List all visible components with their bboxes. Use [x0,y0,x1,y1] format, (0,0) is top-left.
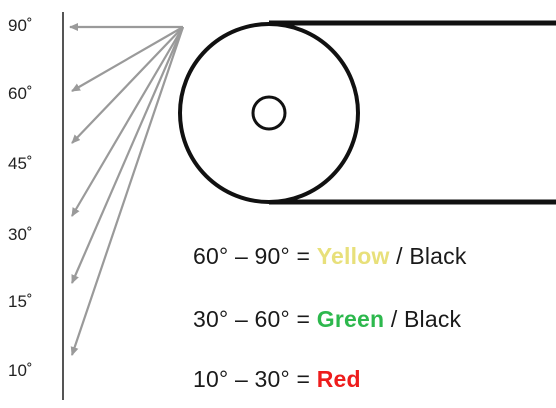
angle-label-30: 30˚ [8,225,33,244]
legend-red: 10° – 30° = Red [193,366,361,393]
arrow-15 [70,26,185,284]
angle-label-10: 10˚ [8,361,33,380]
legend-range: 10° – 30° = [193,366,317,392]
arrow-30 [71,26,184,217]
legend-green: 30° – 60° = Green / Black [193,306,461,333]
legend-range: 60° – 90° = [193,243,317,269]
legend-suffix: / Black [389,243,467,269]
arrow-45 [71,26,184,144]
legend-range: 30° – 60° = [193,306,317,332]
legend-yellow: 60° – 90° = Yellow / Black [193,243,467,270]
roll-core-circle [251,95,287,131]
angle-label-15: 15˚ [8,292,33,311]
angle-arrows [69,23,185,356]
legend-suffix: / Black [384,306,462,332]
roll [178,20,556,205]
angle-label-60: 60˚ [8,84,33,103]
legend-color-name: Green [316,306,385,332]
legend-color-name: Yellow [316,243,390,269]
angle-label-90: 90˚ [8,16,33,35]
arrow-10 [70,26,185,356]
arrow-60 [71,26,184,92]
legend-color-name: Red [316,366,361,392]
angle-label-45: 45˚ [8,154,33,173]
